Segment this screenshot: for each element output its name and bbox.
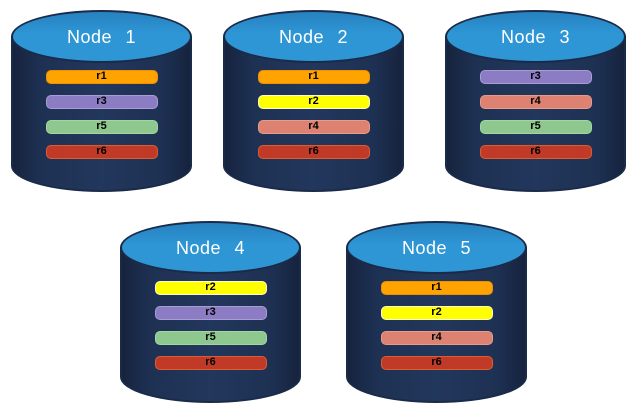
replica-bar: r3 <box>45 95 158 109</box>
replica-bar: r5 <box>479 120 592 134</box>
node-label: Node 1 <box>66 27 137 47</box>
replica-bar: r6 <box>380 356 493 370</box>
replica-bar: r1 <box>45 70 158 84</box>
db-node-4: Node 4 r2 r3 r5 r6 <box>120 221 301 403</box>
replica-bar: r3 <box>479 70 592 84</box>
cylinder-top: Node 3 <box>445 10 626 63</box>
replica-bar: r2 <box>154 281 267 295</box>
replica-bar: r1 <box>380 281 493 295</box>
cylinder-top: Node 4 <box>120 221 301 274</box>
node-label: Node 5 <box>401 238 472 258</box>
replica-bar: r5 <box>154 331 267 345</box>
db-node-3: Node 3 r3 r4 r5 r6 <box>445 10 626 192</box>
replica-list: r1 r2 r4 r6 <box>346 281 527 370</box>
node-label: Node 4 <box>175 238 246 258</box>
replica-list: r2 r3 r5 r6 <box>120 281 301 370</box>
db-node-1: Node 1 r1 r3 r5 r6 <box>11 10 192 192</box>
replica-bar: r1 <box>257 70 370 84</box>
replica-list: r3 r4 r5 r6 <box>445 70 626 159</box>
replica-bar: r6 <box>154 356 267 370</box>
replica-bar: r3 <box>154 306 267 320</box>
replica-bar: r2 <box>257 95 370 109</box>
db-node-5: Node 5 r1 r2 r4 r6 <box>346 221 527 403</box>
replica-bar: r6 <box>479 145 592 159</box>
replica-bar: r6 <box>45 145 158 159</box>
replica-bar: r4 <box>479 95 592 109</box>
cylinder-top: Node 1 <box>11 10 192 63</box>
replica-list: r1 r3 r5 r6 <box>11 70 192 159</box>
node-label: Node 3 <box>500 27 571 47</box>
db-node-2: Node 2 r1 r2 r4 r6 <box>223 10 404 192</box>
replica-bar: r2 <box>380 306 493 320</box>
replica-bar: r5 <box>45 120 158 134</box>
replica-bar: r4 <box>257 120 370 134</box>
replica-list: r1 r2 r4 r6 <box>223 70 404 159</box>
cylinder-body <box>346 247 527 403</box>
replica-bar: r4 <box>380 331 493 345</box>
replica-bar: r6 <box>257 145 370 159</box>
cylinder-body <box>120 247 301 403</box>
cylinder-top: Node 2 <box>223 10 404 63</box>
node-label: Node 2 <box>278 27 349 47</box>
cylinder-top: Node 5 <box>346 221 527 274</box>
